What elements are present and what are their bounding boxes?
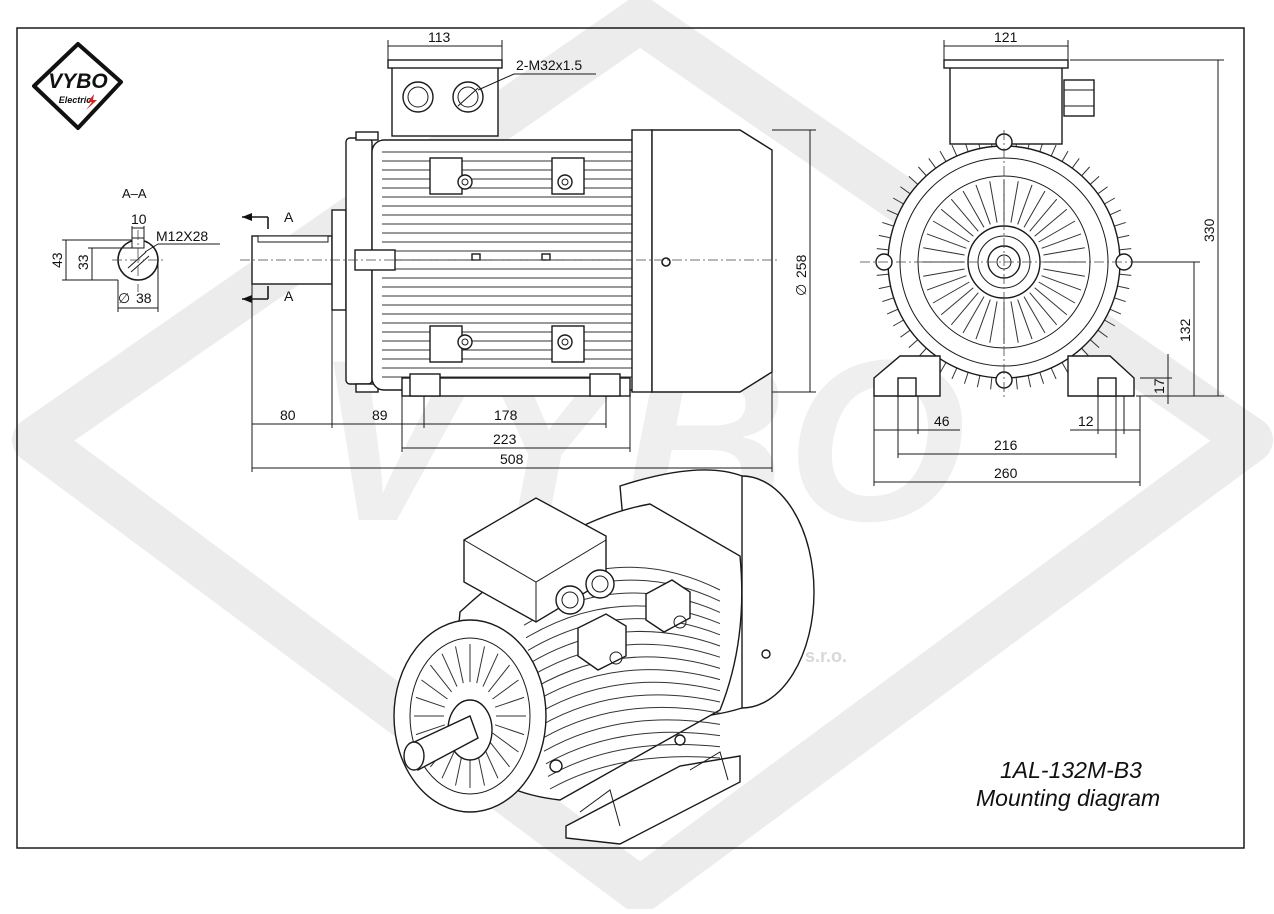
diameter-icon: ∅ xyxy=(118,290,130,306)
watermark-suffix: s.r.o. xyxy=(805,646,847,666)
box-width-121-label: 121 xyxy=(994,29,1018,45)
dim-223-label: 223 xyxy=(493,431,517,447)
total-height-330-label: 330 xyxy=(1201,218,1217,242)
lightning-icon xyxy=(86,94,97,110)
dim-178-label: 178 xyxy=(494,407,518,423)
shaft-length-80-label: 80 xyxy=(280,407,296,423)
diameter-258-label: 258 xyxy=(793,254,809,278)
key-width-label: 10 xyxy=(131,211,147,227)
dim-89-label: 89 xyxy=(372,407,388,423)
front-view: 121 330 132 17 46 12 216 260 xyxy=(860,29,1224,486)
cable-gland-label: 2-M32x1.5 xyxy=(516,57,582,73)
section-mark-top: A xyxy=(284,209,294,225)
section-a-a: A–A 10 M12X28 43 33 38 ∅ xyxy=(49,186,220,312)
shaft-height-132-label: 132 xyxy=(1177,318,1193,342)
thread-label: M12X28 xyxy=(156,228,208,244)
isometric-view xyxy=(393,469,815,845)
model-number: 1AL-132M-B3 xyxy=(1000,757,1142,783)
height-33-label: 33 xyxy=(75,254,91,270)
foot-height-17-label: 17 xyxy=(1151,378,1167,394)
bolt-spacing-216-label: 216 xyxy=(994,437,1018,453)
box-width-113-label: 113 xyxy=(428,29,451,45)
drawing-frame xyxy=(16,27,1245,849)
diameter-38-label: 38 xyxy=(136,290,152,306)
total-length-508-label: 508 xyxy=(500,451,524,467)
section-mark-bottom: A xyxy=(284,288,294,304)
height-43-label: 43 xyxy=(49,252,65,268)
logo: VYBO Electric xyxy=(32,42,123,130)
logo-sub: Electric xyxy=(59,95,92,105)
logo-brand: VYBO xyxy=(48,70,108,93)
hole-12-label: 12 xyxy=(1078,413,1094,429)
side-view: A A xyxy=(240,29,816,472)
foot-width-260-label: 260 xyxy=(994,465,1018,481)
cooling-ribs xyxy=(382,151,632,378)
diameter-icon: ∅ xyxy=(793,284,809,296)
dim-46-label: 46 xyxy=(934,413,950,429)
title-block: 1AL-132M-B3 Mounting diagram xyxy=(976,757,1160,811)
section-title: A–A xyxy=(122,186,147,201)
diagram-caption: Mounting diagram xyxy=(976,785,1160,811)
